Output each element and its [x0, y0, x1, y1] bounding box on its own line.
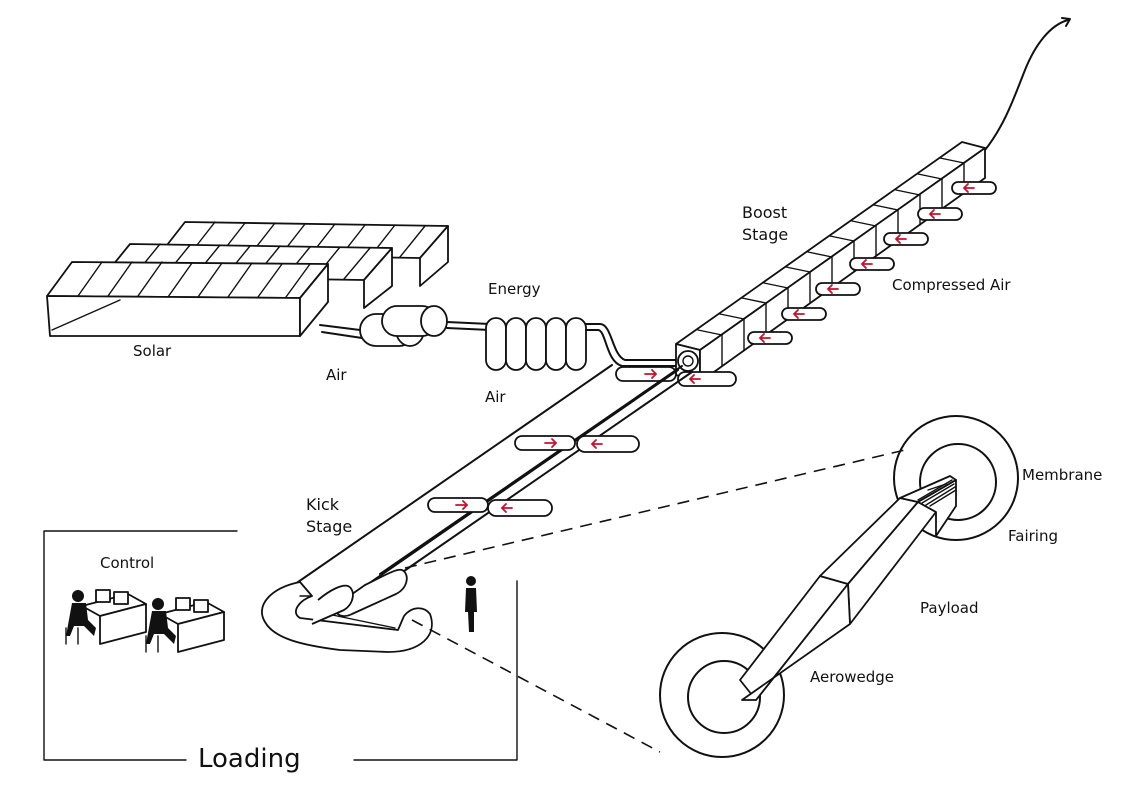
label-loading: Loading — [198, 744, 301, 774]
label-boost-line1: Boost — [742, 203, 788, 222]
callout-line-lower — [411, 619, 661, 753]
control-desk-1 — [65, 589, 147, 645]
label-air-mid: Air — [485, 388, 506, 406]
tube-inlet — [677, 350, 699, 372]
solar-panel-front — [46, 261, 329, 337]
trajectory-arrowhead — [1061, 17, 1071, 27]
label-compressed-air: Compressed Air — [892, 276, 1011, 294]
label-aerowedge: Aerowedge — [810, 668, 895, 686]
pipe-solar-to-tanks — [319, 324, 363, 339]
kick-stage-cylinders — [427, 435, 640, 517]
label-control: Control — [100, 554, 155, 572]
aerowedge-rings — [659, 632, 785, 758]
label-membrane: Membrane — [1022, 466, 1103, 484]
label-payload: Payload — [920, 599, 979, 617]
label-air-left: Air — [326, 366, 347, 384]
payload-body — [739, 475, 957, 701]
solar-array — [46, 221, 449, 337]
loading-frame — [43, 530, 518, 761]
pipe-coils-to-boost — [585, 323, 681, 367]
loading-tubes — [261, 568, 433, 653]
person-figure — [465, 576, 477, 632]
callout-line-upper — [404, 449, 906, 569]
label-solar: Solar — [133, 342, 172, 360]
air-tanks — [359, 305, 448, 347]
pipe-tanks-to-coils — [446, 321, 491, 331]
label-fairing: Fairing — [1008, 527, 1058, 545]
trajectory-curve — [984, 19, 1069, 151]
energy-coils — [485, 317, 587, 371]
kick-stage-tube — [271, 364, 693, 601]
label-kick-line2: Stage — [306, 517, 353, 536]
compressed-air-arrows — [758, 183, 975, 343]
control-desk-2 — [145, 597, 225, 653]
label-kick-line1: Kick — [306, 495, 339, 514]
label-boost-line2: Stage — [742, 225, 789, 244]
label-energy: Energy — [488, 280, 541, 298]
membrane-rings — [893, 415, 1019, 541]
boost-stage — [675, 141, 986, 383]
